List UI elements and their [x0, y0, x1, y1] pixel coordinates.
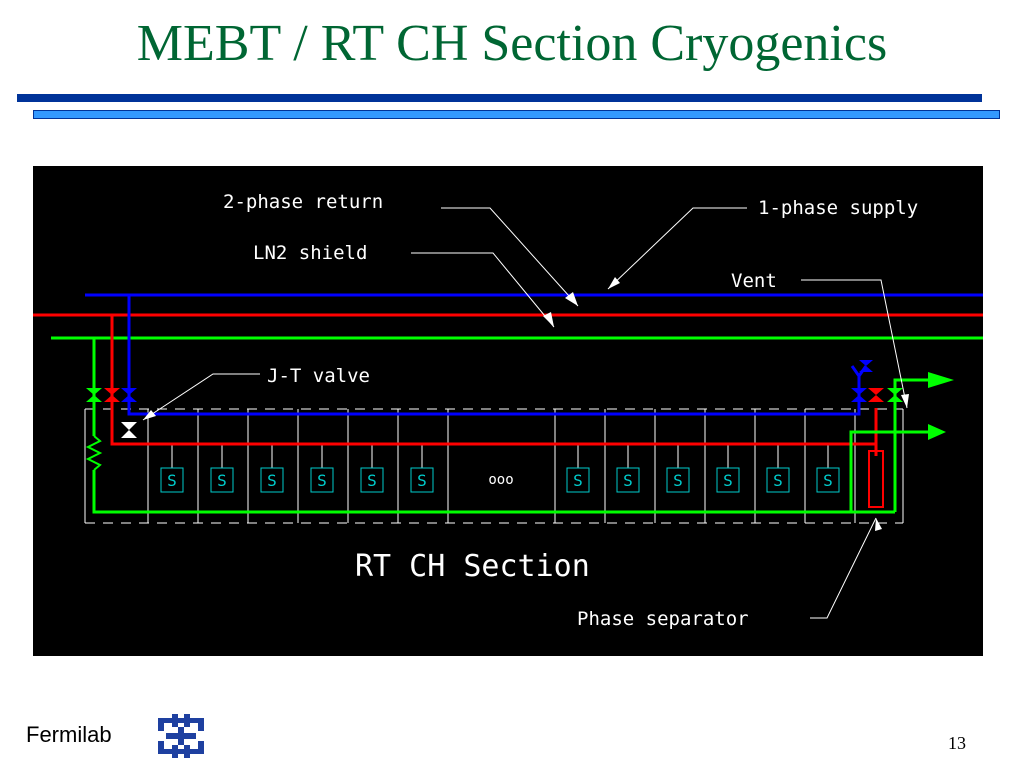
jt-valve-icon [121, 422, 137, 438]
valve-icon [851, 388, 867, 402]
solenoid [160, 467, 184, 493]
solenoid-label: S [573, 471, 583, 490]
label-two-phase-return: 2-phase return [223, 191, 383, 213]
footer-brand: Fermilab [26, 722, 112, 747]
leader-jt-valve [142, 373, 260, 421]
label-ln2-shield: LN2 shield [253, 242, 367, 264]
solenoid [410, 467, 434, 493]
solenoid-label: S [217, 471, 227, 490]
solenoid [666, 467, 690, 493]
solenoid-label: S [673, 471, 683, 490]
solenoid [260, 467, 284, 493]
solenoid [210, 467, 234, 493]
label-jt-valve: J-T valve [267, 365, 370, 387]
solenoid [816, 467, 840, 493]
solenoid [766, 467, 790, 493]
solenoid-label: S [167, 471, 177, 490]
solenoid-label: S [823, 471, 833, 490]
title-rule-light [33, 110, 1000, 119]
solenoid [310, 467, 334, 493]
phase-separator-vessel [868, 450, 884, 508]
label-vent: Vent [731, 270, 777, 292]
title-rule-dark [17, 94, 982, 102]
leader-ln2-shield [411, 252, 555, 328]
solenoid-label: S [267, 471, 277, 490]
ellipsis-label: ooo [488, 472, 513, 488]
valve-icon [121, 388, 137, 402]
solenoid-label: S [317, 471, 327, 490]
leader-two-phase-return [441, 207, 579, 307]
shield-resistor-zigzag [85, 435, 103, 471]
valve-group [86, 360, 903, 438]
page-number: 13 [948, 733, 966, 753]
label-section-title: RT CH Section [355, 549, 590, 584]
label-one-phase-supply: 1-phase supply [758, 197, 918, 219]
valve-icon [868, 388, 884, 402]
fermilab-logo-icon [158, 714, 204, 758]
valve-icon [887, 388, 903, 402]
solenoid-label: S [723, 471, 733, 490]
leader-phase-separator [810, 517, 877, 619]
label-phase-separator: Phase separator [577, 608, 749, 630]
leader-one-phase-supply [607, 207, 747, 290]
leader-vent [801, 279, 908, 409]
solenoid [566, 467, 590, 493]
solenoid-group [160, 467, 840, 493]
solenoid-label: S [773, 471, 783, 490]
valve-icon [859, 360, 873, 372]
valve-icon [86, 388, 102, 402]
solenoid [616, 467, 640, 493]
cryomodule-outline [84, 408, 904, 524]
solenoid [360, 467, 384, 493]
valve-icon [104, 388, 120, 402]
solenoid [716, 467, 740, 493]
cryogenics-diagram: S S S S S S S S S S S S ooo [33, 166, 983, 656]
slide-title: MEBT / RT CH Section Cryogenics [136, 15, 888, 72]
solenoid-label: S [367, 471, 377, 490]
solenoid-label: S [623, 471, 633, 490]
solenoid-label: S [417, 471, 427, 490]
